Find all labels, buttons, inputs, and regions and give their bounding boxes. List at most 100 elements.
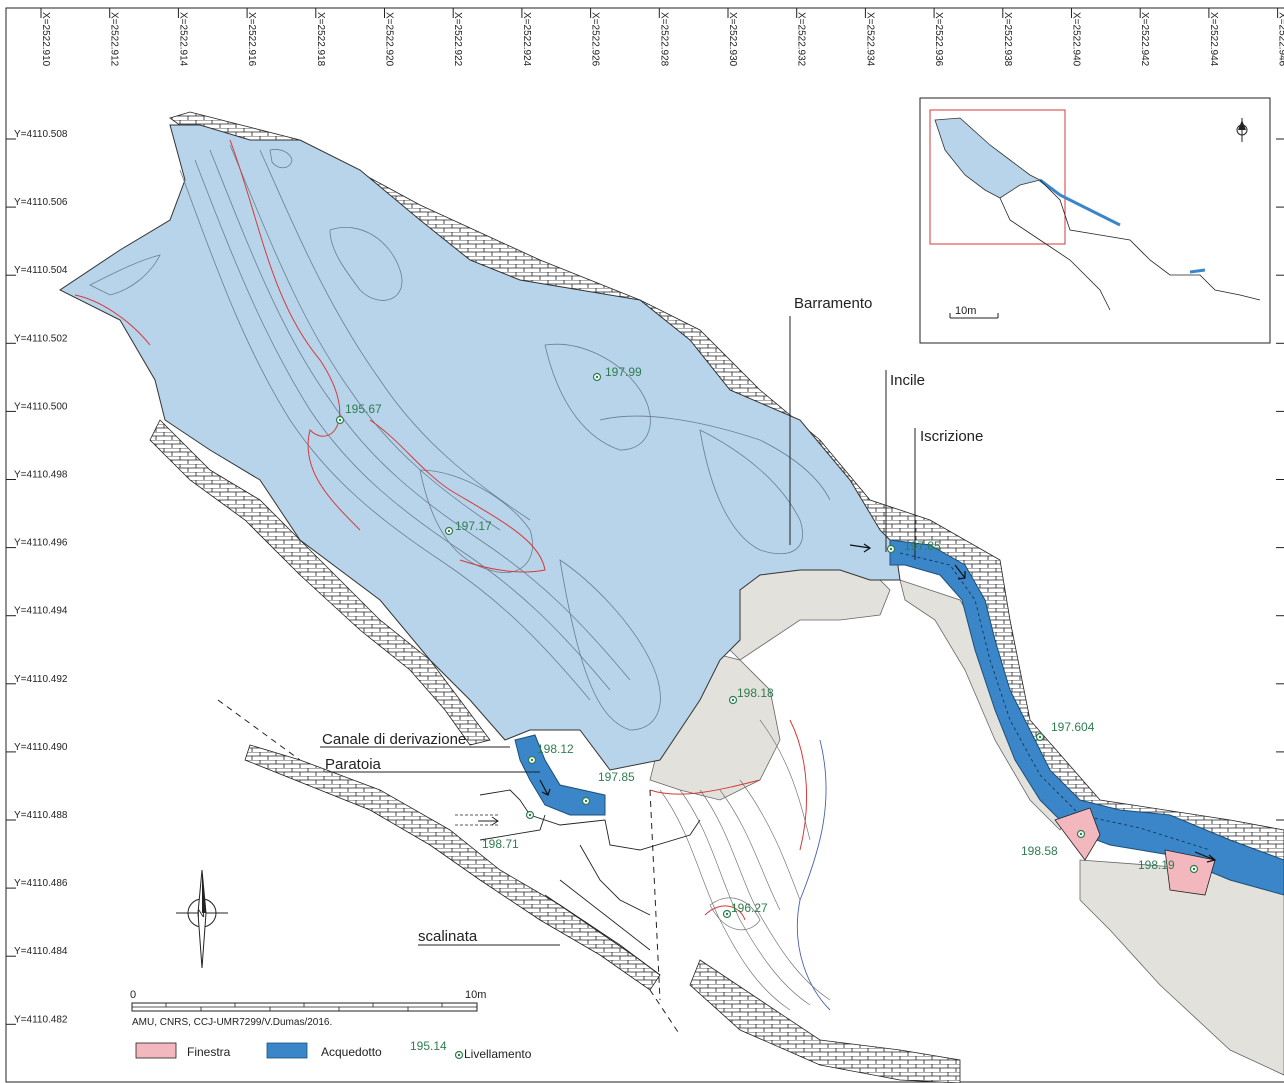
elevation-point-center [530, 758, 534, 762]
elevation-point-center [447, 529, 451, 533]
x-coordinate-label: X=2522.934 [864, 12, 875, 67]
y-coordinate-label: Y=4110.508 [14, 129, 68, 140]
scale-start-label: 0 [130, 989, 136, 1001]
y-tick-marks [6, 138, 1284, 1025]
elevation-point-center [1192, 867, 1196, 871]
elevation-point-center [725, 912, 729, 916]
x-coordinate-label: X=2522.912 [109, 12, 120, 67]
elevation-point: 198.19 [1138, 858, 1199, 874]
elevation-label: 196.27 [731, 901, 768, 915]
dashed-lines [217, 699, 681, 1036]
x-coordinate-label: X=2522.940 [1071, 12, 1082, 67]
x-coordinate-label: X=2522.938 [1002, 12, 1013, 67]
y-coordinate-label: Y=4110.496 [14, 538, 68, 549]
inset-map: 10m [919, 97, 1271, 344]
x-coordinate-label: X=2522.922 [452, 12, 463, 67]
x-coordinate-label: X=2522.914 [177, 12, 188, 67]
legend-livellamento-value: 195.14 [410, 1039, 447, 1053]
elevation-point: 197.17 [444, 519, 492, 536]
elevation-label: 198.58 [1021, 844, 1058, 858]
y-coordinate-label: Y=4110.502 [14, 333, 68, 344]
north-arrow-icon: N [176, 869, 228, 969]
legend: Finestra Acquedotto 195.14 Livellamento [135, 1039, 532, 1061]
window-2 [1164, 849, 1216, 896]
elevation-label: 197.604 [1051, 720, 1095, 734]
y-coordinate-label: Y=4110.486 [14, 878, 68, 889]
label-barramento: Barramento [794, 295, 872, 312]
south-red-contours [649, 719, 808, 921]
scale-end-label: 10m [465, 989, 486, 1001]
label-canale: Canale di derivazione [322, 731, 466, 748]
legend-acquedotto-label: Acquedotto [321, 1045, 382, 1059]
elevation-point: 197.85 [886, 539, 941, 554]
aqueduct-canal [514, 734, 606, 816]
elevation-point-center [584, 799, 588, 803]
x-coordinate-label: X=2522.946 [1277, 12, 1284, 67]
elevation-label: 195.67 [345, 402, 382, 416]
elevation-point-center [731, 698, 735, 702]
map-frame [5, 7, 1284, 1083]
y-coordinate-label: Y=4110.490 [14, 742, 68, 753]
inset-basin [934, 117, 1042, 199]
elevation-point-center [595, 375, 599, 379]
elevation-point-center [1079, 832, 1083, 836]
inset-aqueduct [1039, 178, 1121, 227]
y-coordinate-label: Y=4110.504 [14, 265, 68, 276]
elevation-label: 198.71 [482, 837, 519, 851]
elevation-point: 195.67 [335, 402, 382, 425]
x-coordinate-label: X=2522.928 [658, 12, 669, 67]
inlet-arrow [478, 816, 499, 826]
leader-lines [320, 316, 916, 946]
basin-red-contours [74, 139, 546, 573]
elevation-point: 196.27 [722, 901, 768, 919]
inset-aqueduct-end [1189, 268, 1206, 274]
elevation-label: 197.85 [598, 770, 635, 784]
credit-line: AMU, CNRS, CCJ-UMR7299/V.Dumas/2016. [132, 1017, 332, 1028]
elevation-point: 197.85 [581, 770, 635, 806]
scale-bar: 0 10m [130, 989, 486, 1012]
elevation-label: 198.12 [537, 742, 574, 756]
y-coordinate-label: Y=4110.506 [14, 197, 68, 208]
rock-walls [149, 111, 1284, 1083]
label-scalinata: scalinata [418, 928, 478, 945]
elevation-point-center [1038, 735, 1042, 739]
inset-highlight [929, 109, 1066, 245]
x-coordinate-label: X=2522.920 [384, 12, 395, 67]
x-coordinate-label: X=2522.932 [796, 12, 807, 67]
x-coordinate-label: X=2522.916 [246, 12, 257, 67]
aqueduct-main [889, 539, 1284, 896]
legend-finestra-label: Finestra [187, 1045, 231, 1059]
paratoia-inlet [455, 814, 500, 826]
y-coordinate-label: Y=4110.484 [14, 946, 68, 957]
inset-scale-label: 10m [955, 305, 976, 317]
x-coordinate-label: X=2522.930 [727, 12, 738, 67]
elevation-point: 197.99 [592, 365, 642, 382]
y-coordinate-label: Y=4110.492 [14, 674, 68, 685]
x-coordinate-label: X=2522.942 [1139, 12, 1150, 67]
elevation-label: 197.99 [605, 365, 642, 379]
legend-livellamento-label: Livellamento [464, 1047, 532, 1061]
label-paratoia: Paratoia [325, 756, 382, 773]
elevation-point: 198.58 [1021, 829, 1086, 858]
y-coordinate-label: Y=4110.498 [14, 470, 68, 481]
south-wall-2 [689, 959, 961, 1083]
aqueduct-flow-line [899, 552, 1211, 851]
legend-finestra-swatch [135, 1042, 177, 1059]
x-coordinate-label: X=2522.918 [315, 12, 326, 67]
inset-scale-bar [949, 313, 999, 319]
elevation-point-center [528, 813, 532, 817]
y-coordinate-label: Y=4110.482 [14, 1014, 68, 1025]
flow-arrows [539, 543, 1217, 863]
inset-outline [999, 179, 1261, 311]
elevation-label: 198.19 [1138, 858, 1175, 872]
label-iscrizione: Iscrizione [920, 428, 983, 445]
basin-contours [89, 144, 831, 731]
elevation-point: 198.71 [482, 810, 535, 851]
east-lower-rock [1079, 859, 1284, 1076]
elevation-point-center [338, 418, 342, 422]
elevation-point: 198.12 [527, 742, 574, 765]
y-coordinate-label: Y=4110.488 [14, 810, 68, 821]
elevation-point-center [889, 547, 893, 551]
